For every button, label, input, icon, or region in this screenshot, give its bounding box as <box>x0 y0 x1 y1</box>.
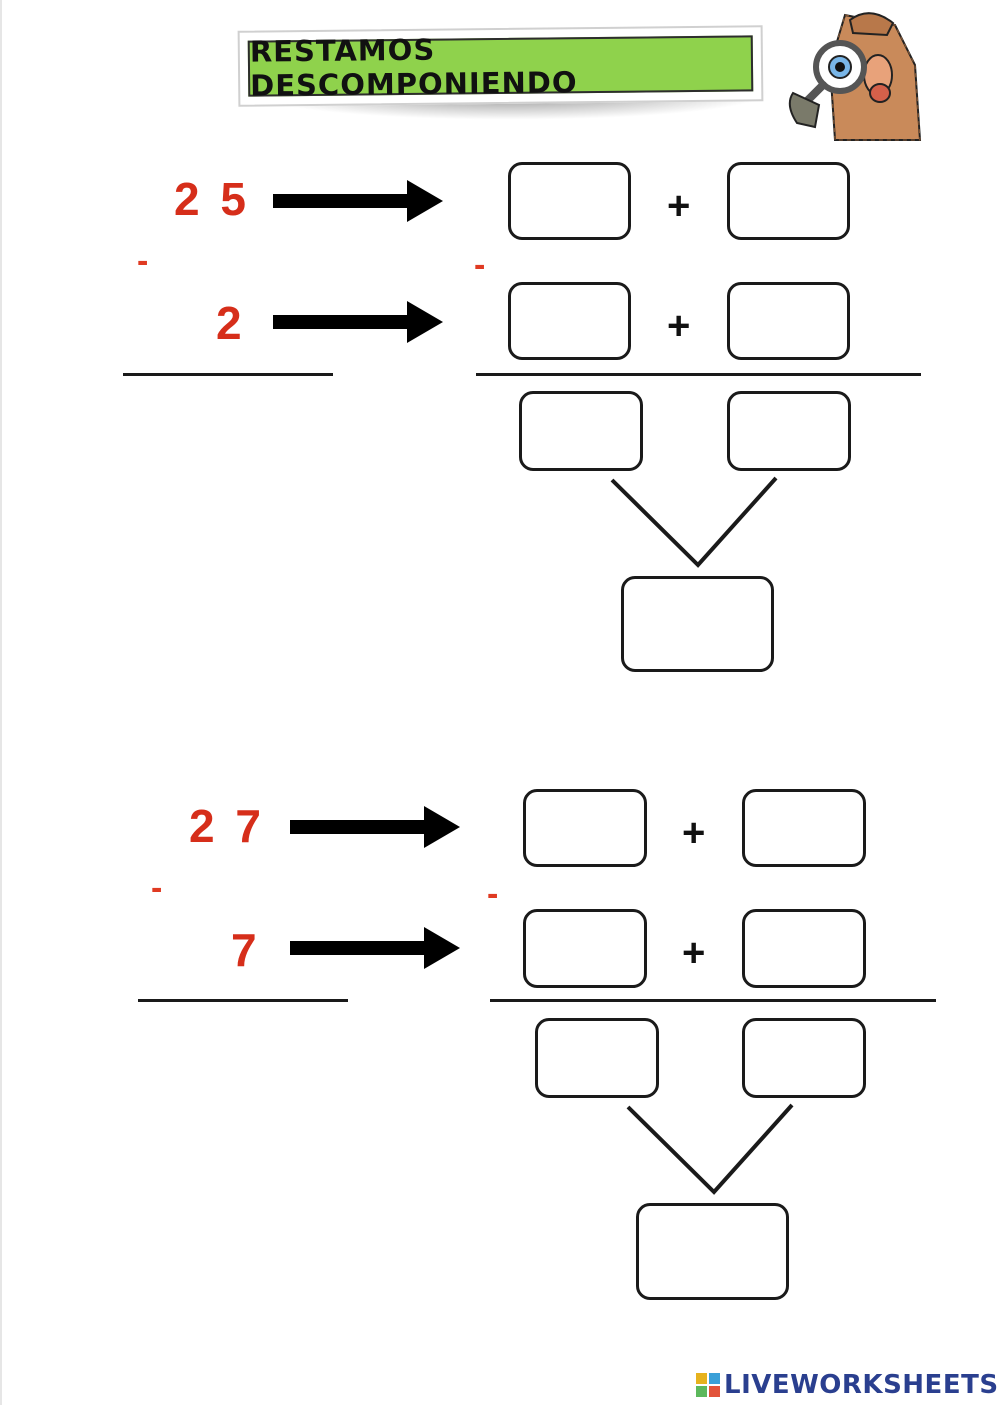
result-box-tens-1[interactable] <box>519 391 643 471</box>
final-answer-box-1[interactable] <box>621 576 774 672</box>
answer-box-tens-2[interactable] <box>508 282 631 360</box>
page-edge <box>0 0 2 1405</box>
result-line-decomposed-1 <box>476 373 921 376</box>
plus-sign: + <box>667 184 691 228</box>
page-title: RESTAMOS DESCOMPONIENDO <box>249 32 578 103</box>
minus-sign-decomposed-1: - <box>474 246 486 284</box>
arrow-icon <box>273 301 443 343</box>
result-line-2 <box>138 999 348 1002</box>
arrow-icon <box>273 180 443 222</box>
answer-box-units-3[interactable] <box>742 789 866 867</box>
answer-box-tens-4[interactable] <box>523 909 647 988</box>
minuend-1: 2 5 <box>174 173 250 225</box>
plus-sign: + <box>682 931 706 975</box>
subtrahend-1: 2 <box>216 297 246 349</box>
result-box-units-2[interactable] <box>742 1018 866 1098</box>
answer-box-tens-3[interactable] <box>523 789 647 867</box>
answer-box-units-2[interactable] <box>727 282 850 360</box>
logo-mark-icon <box>696 1373 720 1397</box>
answer-box-tens-1[interactable] <box>508 162 631 240</box>
liveworksheets-logo: LIVEWORKSHEETS <box>696 1365 999 1405</box>
subtrahend-2: 7 <box>231 924 261 976</box>
answer-box-units-1[interactable] <box>727 162 850 240</box>
minus-sign-decomposed-2: - <box>487 875 499 913</box>
plus-sign: + <box>682 811 706 855</box>
brand-name: LIVEWORKSHEETS <box>724 1370 999 1400</box>
title-banner: RESTAMOS DESCOMPONIENDO <box>232 20 777 120</box>
minus-sign-2: - <box>151 869 163 907</box>
join-lines-1 <box>610 476 778 568</box>
join-lines-2 <box>626 1103 794 1195</box>
plus-sign: + <box>667 304 691 348</box>
result-line-decomposed-2 <box>490 999 936 1002</box>
minuend-2: 2 7 <box>189 800 265 852</box>
minus-sign-1: - <box>137 242 149 280</box>
answer-box-units-4[interactable] <box>742 909 866 988</box>
arrow-icon <box>290 806 460 848</box>
result-box-tens-2[interactable] <box>535 1018 659 1098</box>
result-box-units-1[interactable] <box>727 391 851 471</box>
result-line-1 <box>123 373 333 376</box>
final-answer-box-2[interactable] <box>636 1203 789 1300</box>
banner-frame: RESTAMOS DESCOMPONIENDO <box>237 25 764 107</box>
arrow-icon <box>290 927 460 969</box>
detective-icon <box>788 12 922 141</box>
banner-green-panel: RESTAMOS DESCOMPONIENDO <box>247 33 754 103</box>
